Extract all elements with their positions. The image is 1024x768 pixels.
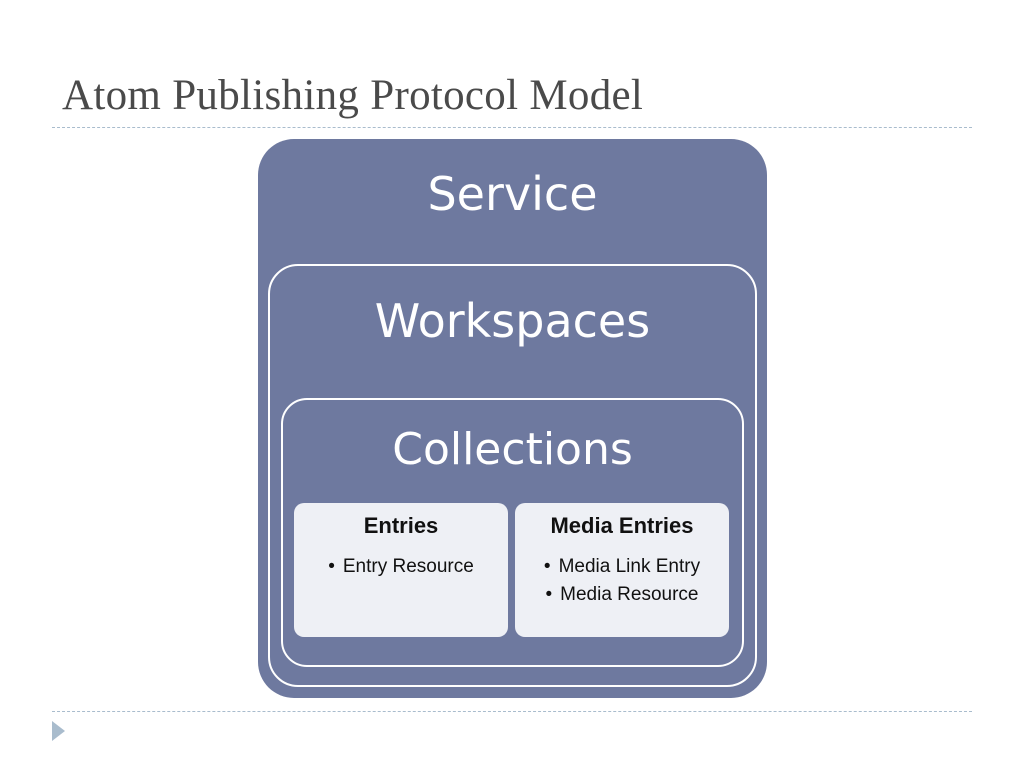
list-item: Entry Resource — [294, 553, 508, 581]
list-item: Media Resource — [515, 581, 729, 609]
service-label: Service — [427, 167, 598, 221]
entries-title: Entries — [363, 513, 439, 538]
list-item: Media Link Entry — [515, 553, 729, 581]
service-container: Service Workspaces Collections Entries E… — [258, 139, 767, 698]
workspaces-label: Workspaces — [374, 294, 651, 348]
triangle-right-icon[interactable] — [52, 721, 65, 741]
footer-divider — [52, 711, 972, 712]
media-entries-list: Media Link Entry Media Resource — [515, 553, 729, 609]
collections-label: Collections — [392, 424, 633, 475]
title-divider — [52, 127, 972, 128]
slide-title: Atom Publishing Protocol Model — [62, 72, 644, 119]
entries-list: Entry Resource — [294, 553, 508, 581]
workspaces-container: Workspaces Collections Entries Entry Res… — [268, 264, 757, 687]
collections-container: Collections Entries Entry Resource Media… — [281, 398, 744, 667]
media-entries-box: Media Entries Media Link Entry Media Res… — [515, 503, 729, 637]
entries-box: Entries Entry Resource — [294, 503, 508, 637]
media-entries-title: Media Entries — [550, 513, 694, 538]
